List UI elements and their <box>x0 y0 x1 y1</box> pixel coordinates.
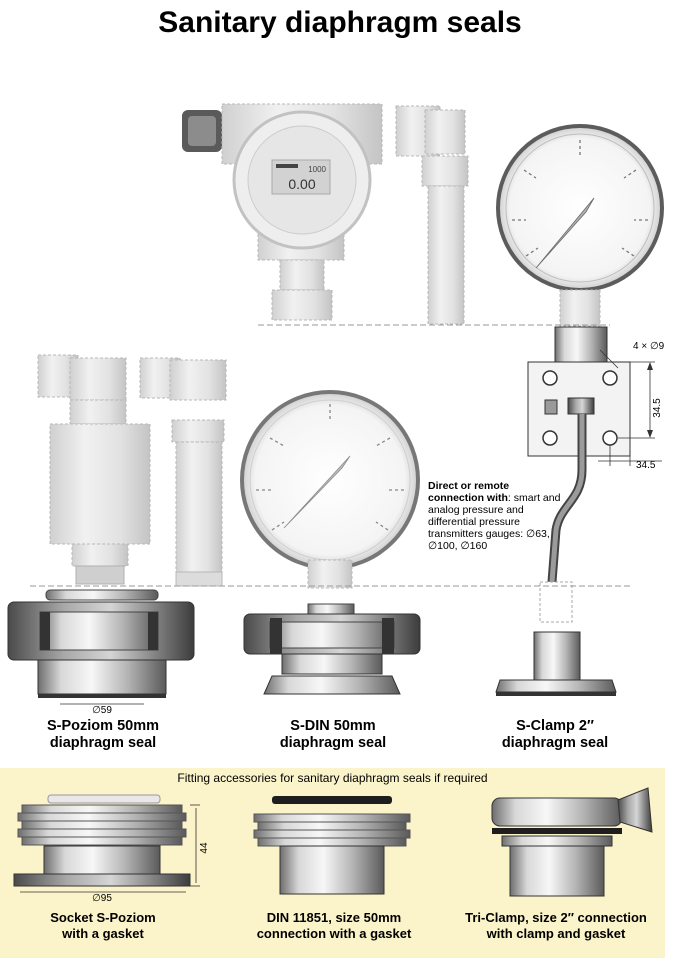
accessories-heading: Fitting accessories for sanitary diaphra… <box>177 771 488 785</box>
remote-mount-drawing: 4 × ∅9 34.5 34.5 <box>527 326 665 623</box>
pressure-gauge-100-drawing <box>240 390 420 589</box>
smart-transmitter-drawing: 1000 0.00 <box>182 103 469 325</box>
connection-note: Direct or remote connection with: smart … <box>428 480 561 552</box>
page-title: Sanitary diaphragm seals <box>158 6 522 39</box>
s-poziom-seal-drawing: ∅59 <box>7 589 195 716</box>
s-clamp-label: S-Clamp 2″diaphragm seal <box>501 718 609 751</box>
tri-clamp-connection-drawing <box>491 787 653 897</box>
bracket-dim-horizontal: 34.5 <box>636 460 656 471</box>
compact-transmitters-drawing <box>37 354 227 587</box>
socket-height-label: 44 <box>199 842 210 854</box>
s-clamp-seal-drawing <box>495 631 617 696</box>
display-reading: 0.00 <box>288 176 315 192</box>
socket-diameter-label: ∅95 <box>92 893 112 904</box>
socket-s-poziom-drawing: 44 ∅95 <box>13 794 210 904</box>
pressure-gauge-160-drawing <box>496 124 664 327</box>
bracket-holes-label: 4 × ∅9 <box>633 341 665 352</box>
s-din-seal-drawing <box>243 603 421 695</box>
bracket-dim-vertical: 34.5 <box>652 398 663 418</box>
s-poziom-diameter-label: ∅59 <box>92 705 112 716</box>
display-top-value: 1000 <box>308 165 326 174</box>
din-11851-connection-drawing <box>253 796 411 895</box>
gasket <box>272 796 392 804</box>
